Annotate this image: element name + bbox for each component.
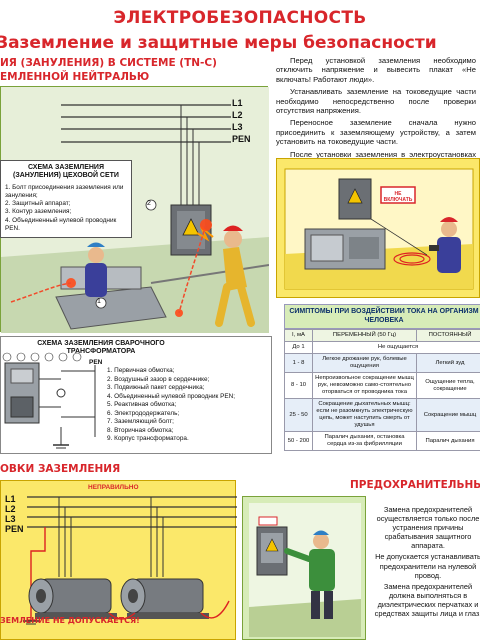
transformer-item: 4. Объединенный нулевой проводник PEN;: [107, 392, 236, 400]
section1-title-line1: ИЯ (ЗАНУЛЕНИЯ) В СИСТЕМЕ (TN-C): [0, 57, 217, 69]
scheme-item: 4. Объединенный нулевой проводник PEN.: [5, 216, 117, 232]
transformer-item: 2. Воздушный зазор в сердечнике;: [107, 375, 210, 383]
line-label-pen: PEN: [5, 524, 24, 534]
section1-title-line2: ЕМЛЕННОЙ НЕЙТРАЛЬЮ: [0, 71, 150, 83]
fuse-replacement-illustration: [242, 496, 366, 640]
table-row: 1 - 8 Легкое дрожание рук, болевые ощуще…: [284, 353, 480, 373]
line-label-l1: L1: [232, 98, 243, 108]
transformer-scheme-title: СХЕМА ЗАЗЕМЛЕНИЯ СВАРОЧНОГО ТРАНСФОРМАТО…: [37, 340, 165, 356]
fuses-section-title: ПРЕДОХРАНИТЕЛЬНЫЕ: [350, 479, 480, 491]
line-label-l2: L2: [5, 504, 16, 514]
transformer-item: 9. Корпус трансформатора.: [107, 435, 189, 442]
transformer-item: 6. Электрододержатель;: [107, 409, 180, 417]
wrong-line-labels: L1 L2 L3 PEN: [5, 494, 24, 534]
symptoms-table-title: СИМПТОМЫ ПРИ ВОЗДЕЙСТВИИ ТОКА НА ОРГАНИЗ…: [284, 304, 480, 329]
line-label-l1: L1: [5, 494, 16, 504]
scheme-item: 2. Защитный аппарат;: [5, 200, 71, 208]
intro-paragraph: Перед установкой заземления необходимо о…: [276, 56, 476, 84]
line-label-l2: L2: [232, 110, 243, 120]
wrong-label: НЕПРАВИЛЬНО: [88, 484, 139, 491]
transformer-diagram: [2, 352, 96, 449]
callout-2: 2: [147, 200, 151, 207]
transformer-pen-label: PEN: [89, 359, 103, 366]
fuse-rules-text: Замена предохранителей осуществляется то…: [372, 505, 480, 620]
sign-do-not-switch-on: НЕ ВКЛЮЧАТЬ: [383, 191, 413, 203]
wrong-grounding-panel: [0, 480, 237, 640]
page-title: ЭЛЕКТРОБЕЗОПАСНОСТЬ: [113, 8, 367, 28]
table-row: 8 - 10 Непроизвольное сокращение мышц ру…: [284, 372, 480, 399]
column-header-current: I, мА: [284, 329, 313, 342]
transformer-item: 1. Первичная обмотка;: [107, 367, 175, 374]
column-header-ac: ПЕРЕМЕННЫЙ (50 Гц): [312, 329, 417, 342]
transformer-scheme-box: СХЕМА ЗАЗЕМЛЕНИЯ СВАРОЧНОГО ТРАНСФОРМАТО…: [0, 336, 272, 454]
page-subtitle: Заземление и защитные меры безопасности: [0, 33, 437, 53]
table-cell: Паралич дыхания, остановка сердца из-за …: [312, 431, 417, 451]
workbench-scene-illustration: [284, 168, 474, 290]
table-cell: 1 - 8: [284, 353, 313, 373]
section3-title: ОВКИ ЗАЗЕМЛЕНИЯ: [0, 463, 121, 475]
portable-grounding-illustration: [276, 158, 480, 298]
line-label-l3: L3: [232, 122, 243, 132]
current-symptoms-table: СИМПТОМЫ ПРИ ВОЗДЕЙСТВИИ ТОКА НА ОРГАНИЗ…: [284, 304, 480, 451]
scheme-item: 1. Болт присоединения заземления или зан…: [5, 183, 124, 200]
line-label-l3: L3: [5, 514, 16, 524]
table-cell: Ощущение тепла, сокращение: [416, 372, 480, 399]
line-label-pen: PEN: [232, 134, 251, 144]
fuse-paragraph: Замена предохранителей должна выполнятьс…: [374, 581, 480, 619]
table-cell: 25 - 50: [284, 398, 313, 432]
fuse-worker-illustration: [249, 503, 361, 637]
intro-text: Перед установкой заземления необходимо о…: [276, 56, 476, 171]
intro-paragraph: Переносное заземление сначала нужно прис…: [276, 118, 476, 147]
table-cell: Сокращение дыхательных мышц: если не раз…: [312, 398, 417, 432]
transformer-item: 7. Заземляющий болт;: [107, 418, 174, 425]
table-cell: До 1: [284, 341, 313, 354]
table-row: 25 - 50 Сокращение дыхательных мышц: есл…: [284, 398, 480, 432]
table-header-row: I, мА ПЕРЕМЕННЫЙ (50 Гц) ПОСТОЯННЫЙ: [284, 329, 480, 342]
table-row: 50 - 200 Паралич дыхания, остановка серд…: [284, 431, 480, 451]
wrong-grounding-diagram: [23, 496, 237, 625]
table-cell: Не ощущается: [312, 341, 480, 354]
table-cell: 50 - 200: [284, 431, 313, 451]
intro-paragraph: Устанавливать заземление на токоведущие …: [276, 87, 476, 116]
table-cell: Паралич дыхания: [416, 431, 480, 451]
transformer-item: 8. Вторичная обмотка;: [107, 426, 174, 434]
table-cell: Легкое дрожание рук, болевые ощущения: [312, 353, 417, 373]
fuse-paragraph: Замена предохранителей осуществляется то…: [376, 505, 480, 551]
symptoms-table-grid: I, мА ПЕРЕМЕННЫЙ (50 Гц) ПОСТОЯННЫЙ До 1…: [284, 329, 480, 451]
not-allowed-banner: ЗЕМЛЕНИЕ НЕ ДОПУСКАЕТСЯ!: [0, 616, 140, 625]
table-cell: Непроизвольное сокращение мышц рук, нево…: [312, 372, 417, 399]
grounding-scheme-title: СХЕМА ЗАЗЕМЛЕНИЯ (ЗАНУЛЕНИЯ) ЦЕХОВОЙ СЕТ…: [13, 164, 119, 180]
transformer-item: 3. Подвижный пакет сердечника;: [107, 384, 205, 391]
fuse-paragraph: Не допускается устанавливать предохранит…: [375, 552, 480, 580]
table-cell: Легкий зуд: [416, 353, 480, 373]
table-row: До 1 Не ощущается: [284, 341, 480, 354]
line-labels: L1 L2 L3 PEN: [232, 97, 251, 145]
grounding-scheme-box: СХЕМА ЗАЗЕМЛЕНИЯ (ЗАНУЛЕНИЯ) ЦЕХОВОЙ СЕТ…: [0, 160, 132, 238]
column-header-dc: ПОСТОЯННЫЙ: [416, 329, 480, 342]
table-cell: Сокращение мышц: [416, 398, 480, 432]
scheme-item: 3. Контур заземления;: [5, 208, 72, 216]
callout-1: 1: [97, 298, 101, 305]
transformer-item: 5. Реактивная обмотка;: [107, 401, 177, 408]
table-cell: 8 - 10: [284, 372, 313, 399]
